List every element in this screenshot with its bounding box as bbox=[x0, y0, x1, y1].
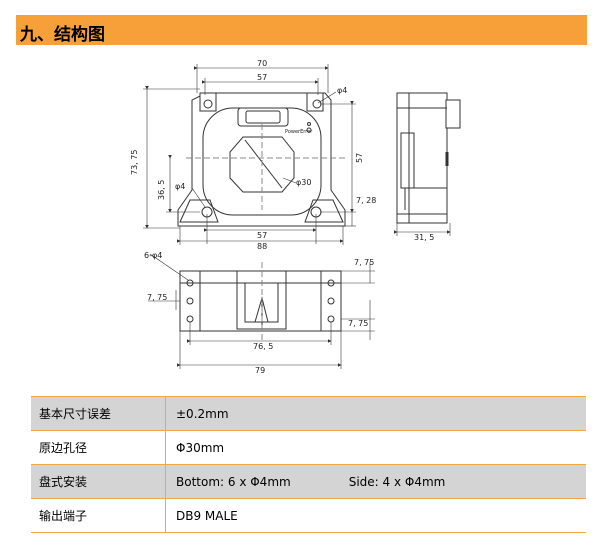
spec-key: 输出端子 bbox=[31, 498, 166, 533]
dim-aperture: φ30 bbox=[296, 178, 311, 187]
front-view bbox=[177, 92, 346, 227]
dim-bottom-inner: 57 bbox=[257, 231, 267, 240]
section-title: 九、结构图 bbox=[20, 25, 105, 45]
spec-key: 基本尺寸误差 bbox=[31, 396, 166, 431]
dim-top-outer: 70 bbox=[257, 59, 267, 68]
dim-side-depth: 31, 5 bbox=[414, 233, 434, 242]
spec-row: 基本尺寸误差 ±0.2mm bbox=[31, 396, 586, 431]
dim-bottom-outer-width: 79 bbox=[255, 366, 265, 375]
spec-row: 盘式安装 Bottom: 6 x Φ4mm Side: 4 x Φ4mm bbox=[31, 464, 586, 499]
spec-value: DB9 MALE bbox=[165, 498, 586, 533]
spec-value: Bottom: 6 x Φ4mm Side: 4 x Φ4mm bbox=[165, 464, 586, 499]
dim-hole-left: φ4 bbox=[175, 182, 185, 191]
spec-row: 原边孔径 Φ30mm bbox=[31, 430, 586, 465]
spec-table: 基本尺寸误差 ±0.2mm 原边孔径 Φ30mm 盘式安装 Bottom: 6 … bbox=[31, 396, 586, 533]
dim-right-low: 7, 28 bbox=[356, 196, 376, 205]
dim-height-total: 73, 75 bbox=[130, 150, 139, 175]
section-header: 九、结构图 bbox=[16, 15, 587, 45]
structure-drawing: 70 57 φ4 73, 75 36, 5 57 φ4 φ30 57 88 7,… bbox=[130, 59, 461, 375]
dim-bottom-right-top: 7, 75 bbox=[354, 258, 374, 267]
spec-value-side: Side: 4 x Φ4mm bbox=[348, 474, 446, 489]
spec-value: ±0.2mm bbox=[165, 396, 586, 431]
dim-bottom-left-offset: 7, 75 bbox=[147, 293, 167, 302]
side-view bbox=[394, 92, 461, 236]
spec-value: Φ30mm bbox=[165, 430, 586, 465]
dim-bottom-holes: 6-φ4 bbox=[144, 251, 162, 260]
bottom-dimension-labels: 6-φ4 7, 75 7, 75 7, 75 76, 5 79 bbox=[144, 251, 374, 375]
dim-height-right: 57 bbox=[355, 153, 364, 163]
spec-key: 盘式安装 bbox=[31, 464, 166, 499]
front-dimensions bbox=[143, 64, 356, 245]
bottom-view bbox=[179, 262, 342, 340]
bottom-dimensions bbox=[148, 253, 375, 369]
dim-top-inner: 57 bbox=[257, 73, 267, 82]
spec-key: 原边孔径 bbox=[31, 430, 166, 465]
dim-bottom-inner-width: 76, 5 bbox=[253, 342, 273, 351]
dim-hole-top: φ4 bbox=[337, 86, 347, 95]
front-dimension-labels: 70 57 φ4 73, 75 36, 5 57 φ4 φ30 57 88 7,… bbox=[130, 59, 376, 251]
spec-value-bottom: Bottom: 6 x Φ4mm bbox=[176, 474, 291, 489]
connector-label: PowerError bbox=[285, 129, 313, 135]
spec-row: 输出端子 DB9 MALE bbox=[31, 498, 586, 533]
dim-bottom-right-bottom: 7, 75 bbox=[348, 319, 368, 328]
dim-hole-mid: 36, 5 bbox=[157, 180, 166, 200]
dim-bottom-outer: 88 bbox=[257, 242, 267, 251]
